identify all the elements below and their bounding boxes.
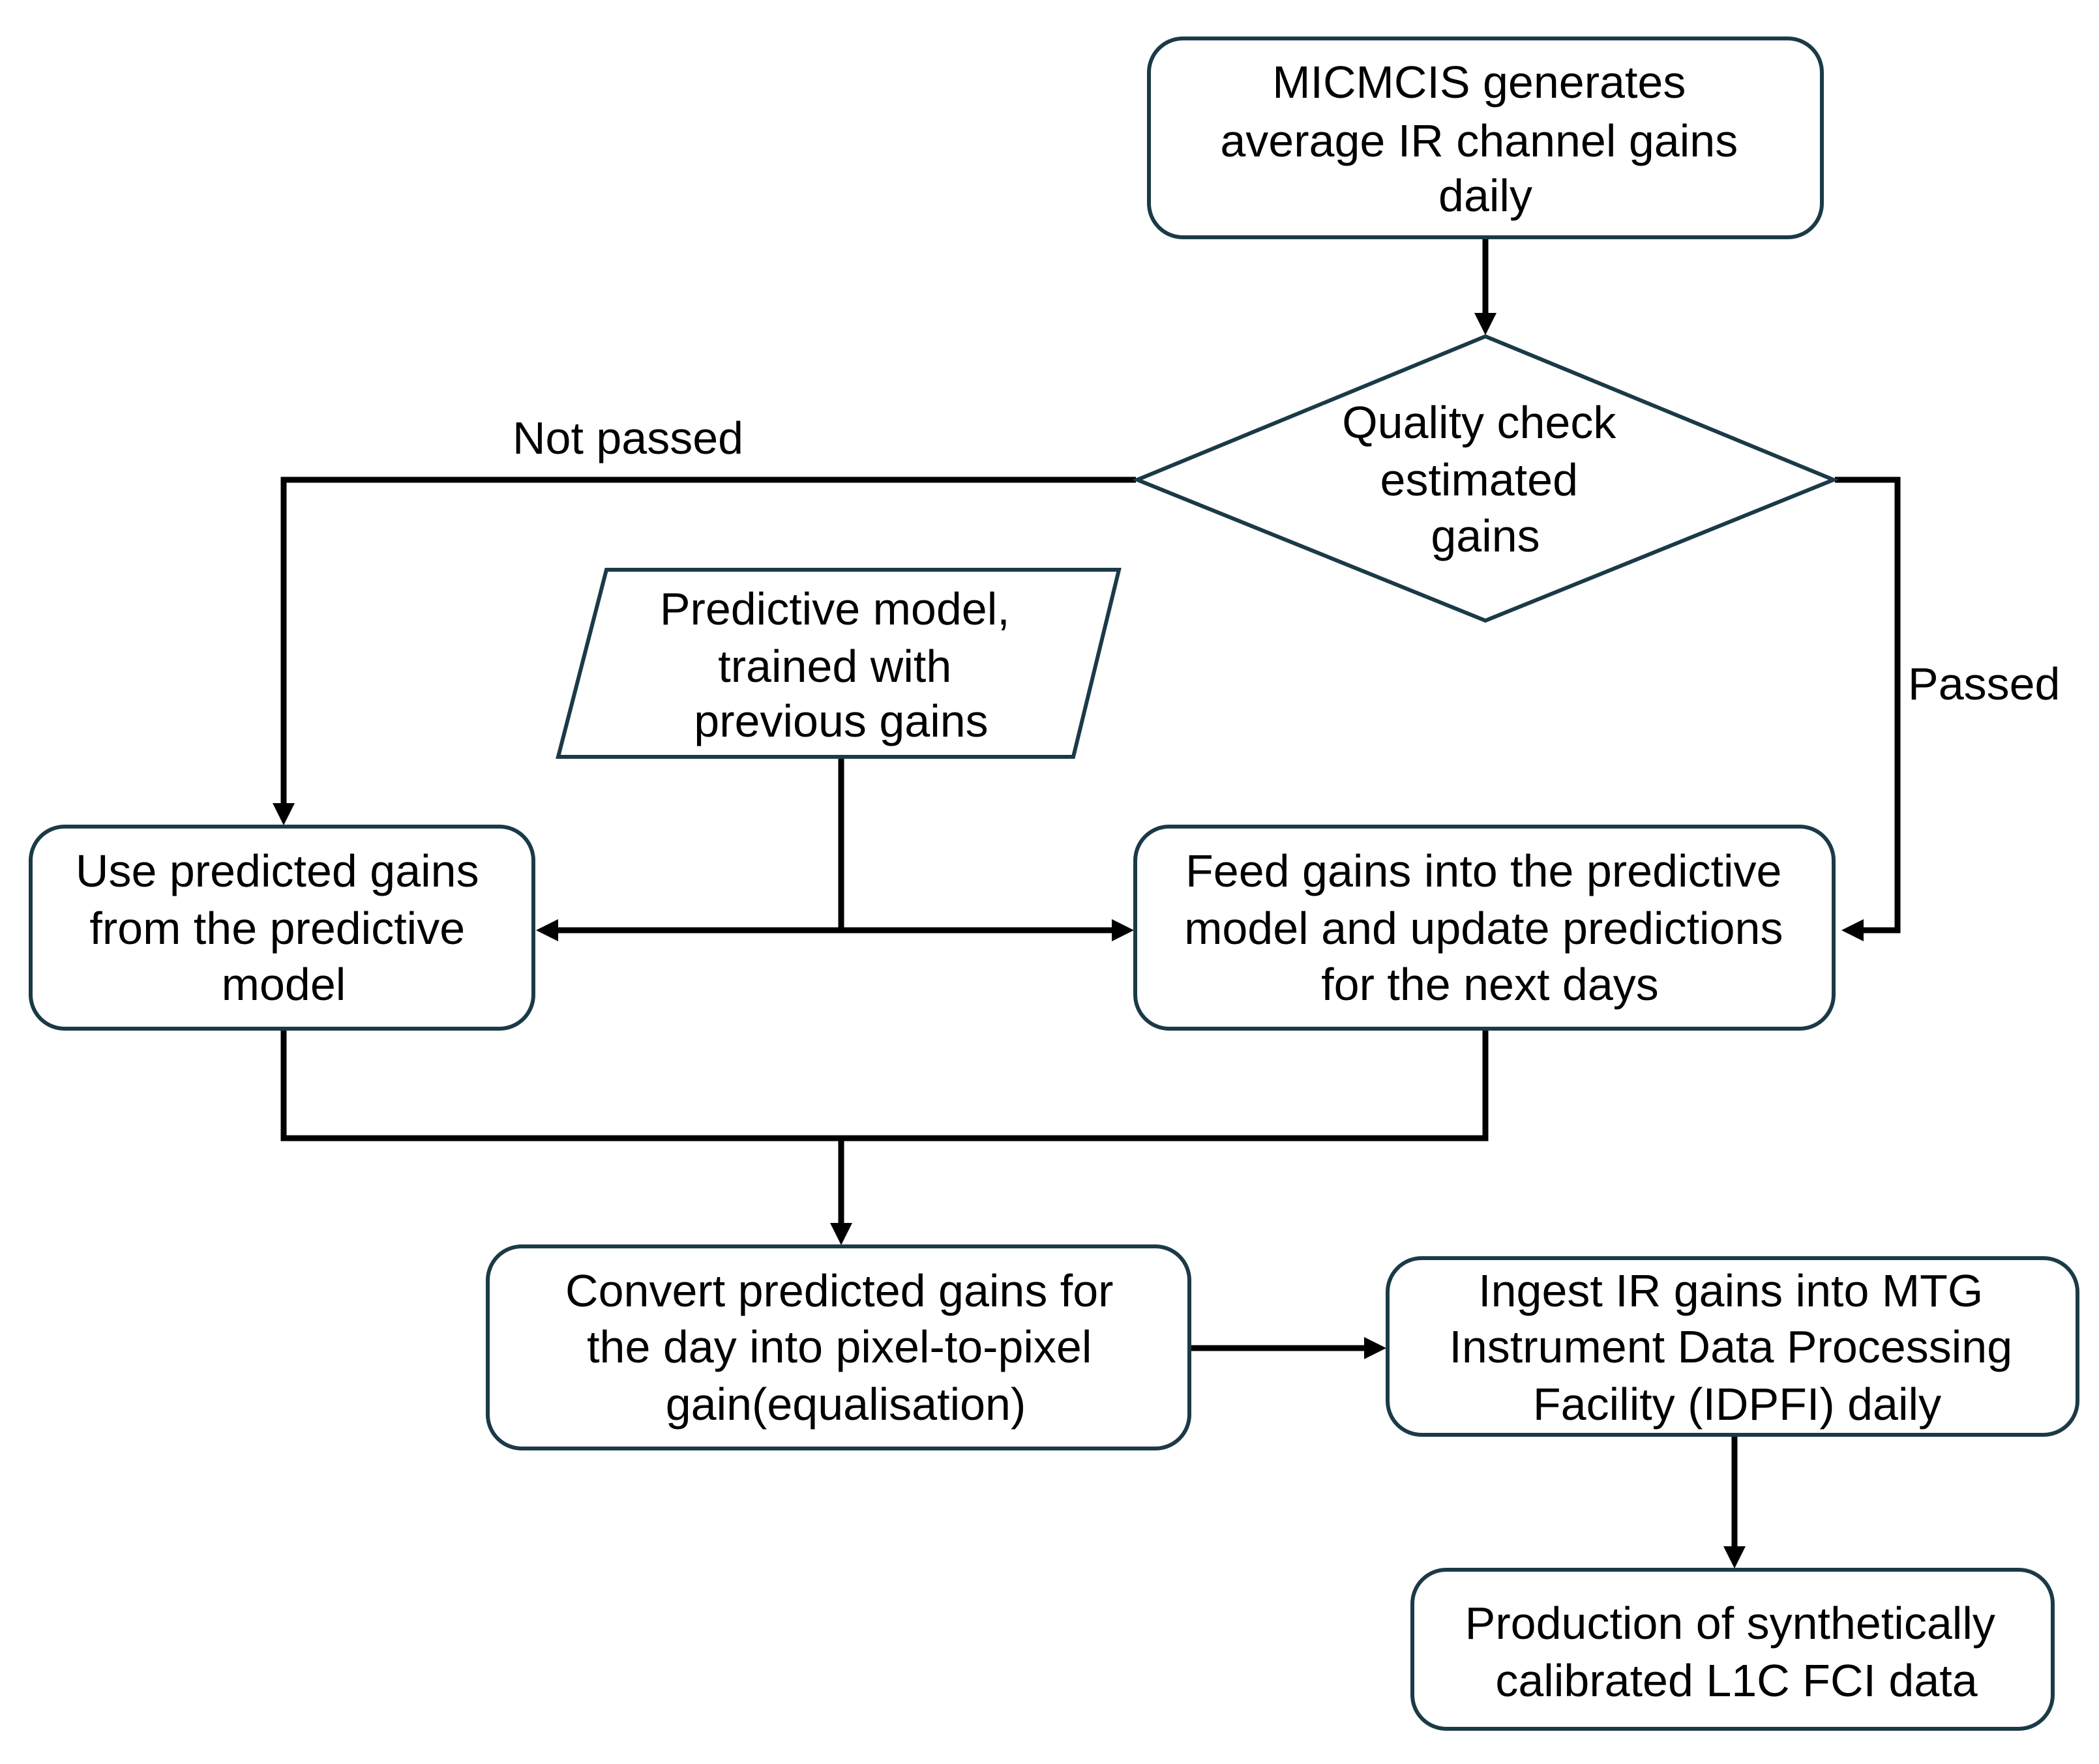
- arrowhead-production-top: [1723, 1546, 1746, 1568]
- connector-merge: [280, 1029, 1489, 1141]
- node-production: Production of synthetically calibrated L…: [1410, 1568, 2055, 1731]
- node-quality-check-diamond: [1132, 334, 1839, 623]
- node-predictive-model-parallelogram: [556, 568, 1122, 759]
- node-ingest-text: Ingest IR gains into MTG Instrument Data…: [1449, 1265, 2025, 1430]
- arrowhead-use-predicted-right: [536, 919, 558, 941]
- arrowhead-convert-top: [830, 1223, 852, 1245]
- arrowhead-use-predicted-top: [273, 803, 295, 825]
- node-ingest: Ingest IR gains into MTG Instrument Data…: [1386, 1256, 2079, 1437]
- arrowhead-feed-gains-left: [1112, 919, 1134, 941]
- arrowhead-feed-gains-right: [1841, 919, 1864, 941]
- node-micmcis-text: MICMCIS generates average IR channel gai…: [1220, 57, 1750, 221]
- node-quality-check: Quality check estimated gains: [1132, 334, 1839, 623]
- node-production-box: [1410, 1568, 2055, 1731]
- node-feed-gains: Feed gains into the predictive model and…: [1133, 825, 1836, 1031]
- connector-passed: [1835, 477, 1901, 933]
- node-convert: Convert predicted gains for the day into…: [486, 1244, 1191, 1450]
- arrowhead-ingest-left: [1364, 1337, 1386, 1359]
- node-predictive-model-text: Predictive model, trained with previous …: [660, 583, 1022, 746]
- edge-label-not-passed: Not passed: [513, 413, 743, 463]
- node-production-text: Production of synthetically calibrated L…: [1465, 1598, 2008, 1706]
- node-quality-check-text: Quality check estimated gains: [1342, 397, 1629, 561]
- node-micmcis-box: [1147, 37, 1824, 239]
- node-ingest-box: [1386, 1256, 2079, 1437]
- node-feed-gains-text: Feed gains into the predictive model and…: [1184, 845, 1796, 1010]
- node-feed-gains-box: [1133, 825, 1836, 1031]
- node-convert-text: Convert predicted gains for the day into…: [565, 1265, 1126, 1430]
- node-predictive-model: Predictive model, trained with previous …: [556, 568, 1122, 759]
- connectors: [273, 239, 1901, 1568]
- node-use-predicted-box: [29, 825, 535, 1031]
- arrowhead-quality-check: [1474, 313, 1496, 335]
- node-micmcis: MICMCIS generates average IR channel gai…: [1147, 37, 1824, 239]
- node-convert-box: [486, 1244, 1191, 1450]
- edge-label-passed: Passed: [1908, 658, 2060, 709]
- node-use-predicted-text: Use predicted gains from the predictive …: [76, 845, 492, 1010]
- node-use-predicted: Use predicted gains from the predictive …: [29, 825, 535, 1031]
- connector-not-passed: [280, 477, 1136, 803]
